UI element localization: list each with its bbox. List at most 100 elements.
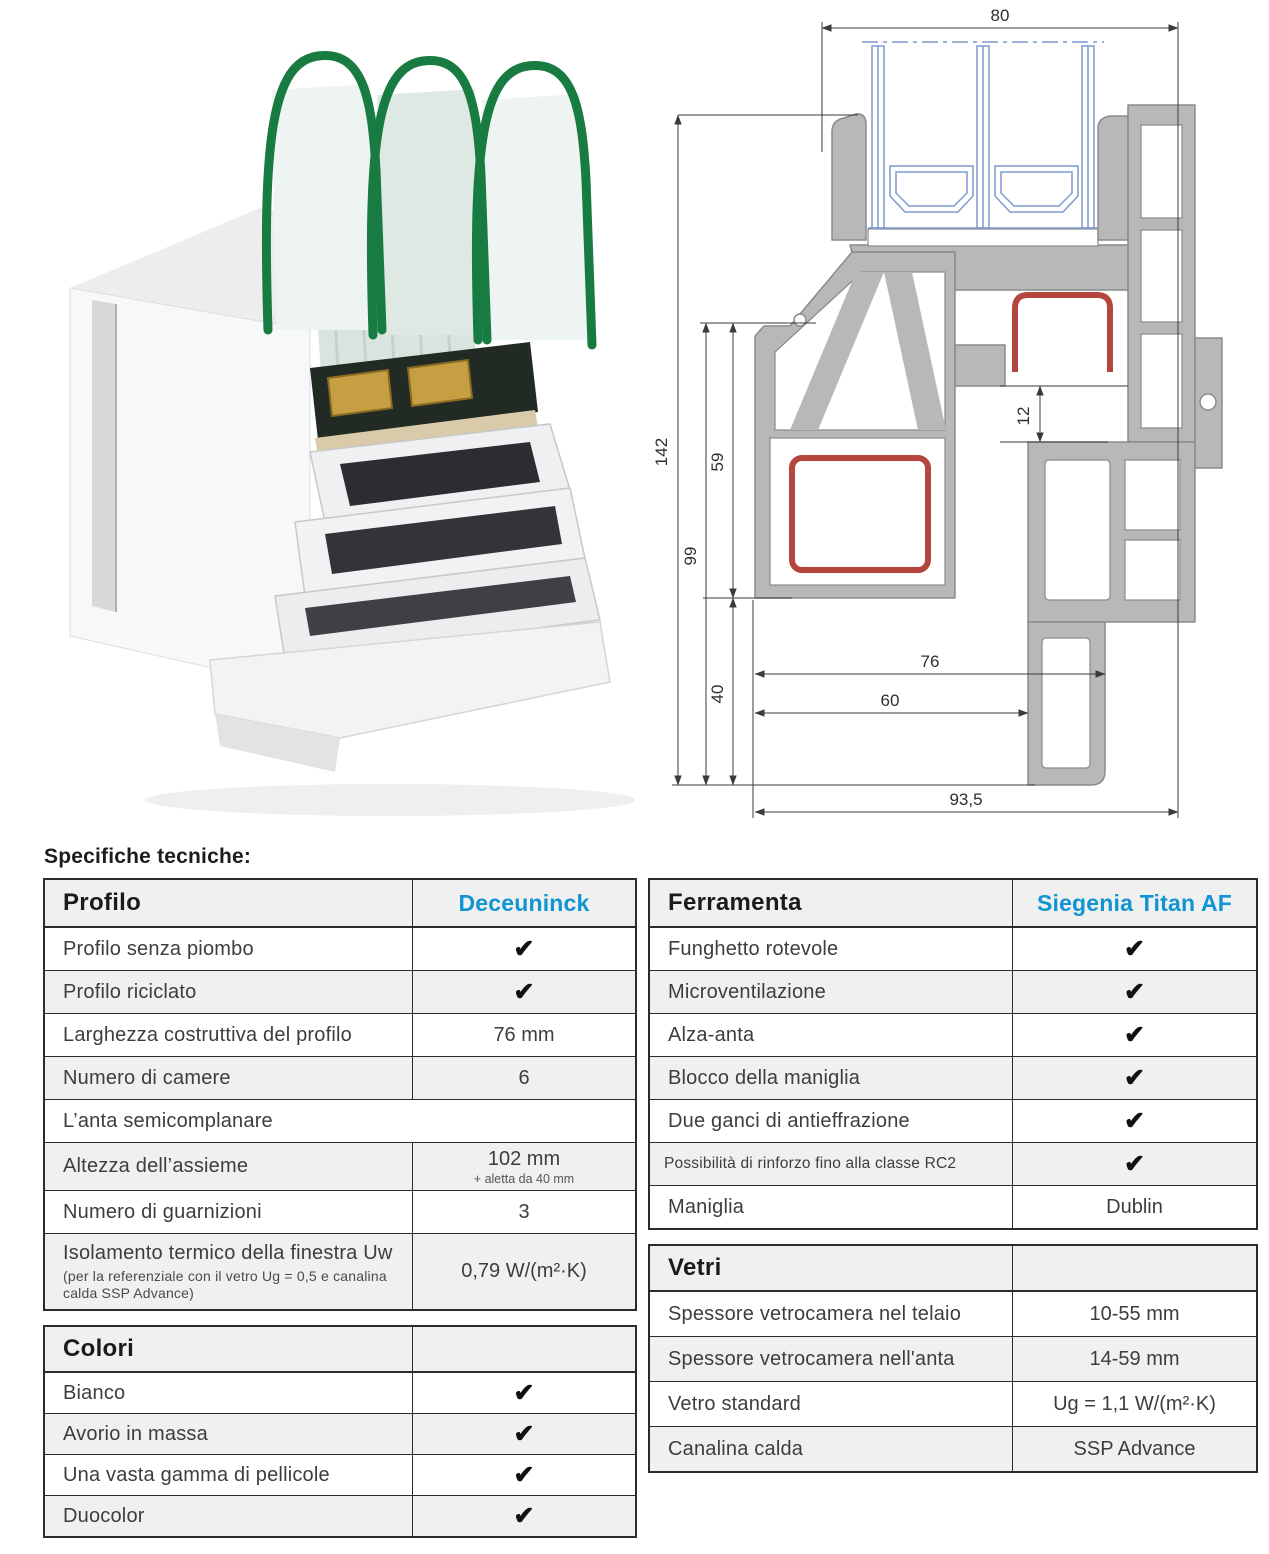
glass-panes (261, 51, 597, 350)
table-row: Maniglia Dublin (650, 1185, 1256, 1228)
table-row: Canalina calda SSP Advance (650, 1426, 1256, 1471)
dim-label-40: 40 (708, 685, 727, 704)
table-ferramenta: Ferramenta Siegenia Titan AF Funghetto r… (648, 878, 1258, 1230)
brand-name: Siegenia Titan AF (1012, 880, 1256, 926)
dim-label-93-5: 93,5 (949, 790, 982, 809)
truss-web (790, 272, 884, 430)
table-row: Blocco della maniglia ✔ (650, 1056, 1256, 1099)
glass-edge-seal (471, 61, 597, 350)
dim-label-80: 80 (991, 6, 1010, 25)
table-row: Larghezza costruttiva del profilo 76 mm (45, 1013, 635, 1056)
table-row: Due ganci di antieffrazione ✔ (650, 1099, 1256, 1142)
row-label: Numero di camere (63, 1066, 231, 1089)
row-label: Larghezza costruttiva del profilo (63, 1023, 352, 1046)
table-row: Profilo senza piombo ✔ (45, 927, 635, 970)
table-row: Numero di guarnizioni 3 (45, 1190, 635, 1233)
profile-stack (209, 423, 611, 772)
row-label: Canalina calda (668, 1437, 804, 1460)
table-row: Possibilità di rinforzo fino alla classe… (650, 1142, 1256, 1185)
table-row: Avorio in massa ✔ (45, 1413, 635, 1454)
glass-unit (862, 41, 1104, 229)
row-label: Due ganci di antieffrazione (668, 1109, 910, 1132)
row-label: Microventilazione (668, 980, 826, 1003)
row-value: 102 mm + aletta da 40 mm (412, 1143, 635, 1190)
sash-profile (754, 113, 1131, 599)
row-value: 10-55 mm (1012, 1292, 1256, 1336)
row-label: Una vasta gamma di pellicole (63, 1463, 330, 1486)
profile-photo-figure (10, 0, 650, 840)
table-row: Numero di camere 6 (45, 1056, 635, 1099)
row-label: Maniglia (668, 1195, 745, 1218)
check-icon: ✔ (412, 1455, 635, 1495)
profile-drawing: 80 142 99 59 40 12 76 60 93,5 (652, 6, 1223, 818)
row-label: Funghetto rotevole (668, 937, 839, 960)
header-value (1012, 1246, 1256, 1290)
sash-lip (954, 344, 1006, 387)
dim-label-76: 76 (921, 652, 940, 671)
value-note: + aletta da 40 mm (473, 1171, 575, 1186)
row-label: Profilo senza piombo (63, 937, 254, 960)
dim-label-59: 59 (708, 453, 727, 472)
row-label: L’anta semicomplanare (63, 1109, 273, 1132)
table-row: Vetro standard Ug = 1,1 W/(m²·K) (650, 1381, 1256, 1426)
check-icon: ✔ (412, 1373, 635, 1413)
label-sub: (per la referenziale con il vetro Ug = 0… (63, 1267, 387, 1301)
row-label: Avorio in massa (63, 1422, 208, 1445)
row-label: Spessore vetrocamera nel telaio (668, 1302, 962, 1325)
section-heading: Specifiche tecniche: (44, 845, 252, 868)
table-title: Vetri (668, 1254, 722, 1281)
check-icon: ✔ (1012, 1143, 1256, 1185)
header-value (412, 1327, 635, 1371)
table-row: Profilo riciclato ✔ (45, 970, 635, 1013)
table-profilo: Profilo Deceuninck Profilo senza piombo … (43, 878, 637, 1311)
row-value: 0,79 W/(m²·K) (412, 1234, 635, 1309)
table-row: Isolamento termico della finestra Uw (pe… (45, 1233, 635, 1309)
dim-label-99: 99 (681, 547, 700, 566)
check-icon: ✔ (412, 928, 635, 970)
dim-label-60: 60 (881, 691, 900, 710)
dimension-lines: 80 142 99 59 40 12 76 60 93,5 (652, 6, 1179, 818)
table-row: Duocolor ✔ (45, 1495, 635, 1536)
table-vetri: Vetri Spessore vetrocamera nel telaio 10… (648, 1244, 1258, 1473)
steel-reinforcement-frame (1012, 292, 1113, 372)
check-icon: ✔ (1012, 1100, 1256, 1142)
row-value: Dublin (1012, 1186, 1256, 1228)
dim-label-142: 142 (652, 438, 671, 466)
check-icon: ✔ (412, 971, 635, 1013)
row-label: Blocco della maniglia (668, 1066, 861, 1089)
row-value: SSP Advance (1012, 1427, 1256, 1471)
profile-drawing-figure: 80 142 99 59 40 12 76 60 93,5 (650, 0, 1269, 840)
glazing-bead-right (1097, 115, 1129, 241)
row-value: 6 (412, 1057, 635, 1099)
gasket (793, 313, 807, 327)
brand-name: Deceuninck (412, 880, 635, 926)
table-title: Colori (63, 1335, 135, 1362)
table-header-row: Profilo Deceuninck (45, 880, 635, 927)
table-title: Ferramenta (668, 889, 802, 916)
table-row: L’anta semicomplanare (45, 1099, 635, 1142)
dim-label-12: 12 (1014, 407, 1033, 426)
row-value: Ug = 1,1 W/(m²·K) (1012, 1382, 1256, 1426)
value-main: 102 mm (487, 1147, 561, 1170)
label-main: Isolamento termico della finestra Uw (63, 1241, 393, 1264)
row-label: Isolamento termico della finestra Uw (pe… (45, 1234, 412, 1309)
glass-edge-seal (261, 51, 387, 335)
check-icon: ✔ (1012, 1014, 1256, 1056)
row-value: 14-59 mm (1012, 1337, 1256, 1381)
row-value: 76 mm (412, 1014, 635, 1056)
frame-profile (1012, 104, 1223, 786)
table-row: Funghetto rotevole ✔ (650, 927, 1256, 970)
setting-strip (867, 228, 1099, 247)
glazing-bead-left (831, 113, 867, 241)
left-table-column: Profilo Deceuninck Profilo senza piombo … (43, 878, 637, 1538)
check-icon: ✔ (1012, 1057, 1256, 1099)
table-colori: Colori Bianco ✔ Avorio in massa ✔ Una va… (43, 1325, 637, 1538)
row-value: 3 (412, 1191, 635, 1233)
table-row: Spessore vetrocamera nell'anta 14-59 mm (650, 1336, 1256, 1381)
table-header-row: Ferramenta Siegenia Titan AF (650, 880, 1256, 927)
row-label: Numero di guarnizioni (63, 1200, 262, 1223)
table-row: Una vasta gamma di pellicole ✔ (45, 1454, 635, 1495)
spacer-bar (889, 165, 974, 213)
check-icon: ✔ (1012, 971, 1256, 1013)
row-label: Altezza dell’assieme (63, 1155, 249, 1177)
